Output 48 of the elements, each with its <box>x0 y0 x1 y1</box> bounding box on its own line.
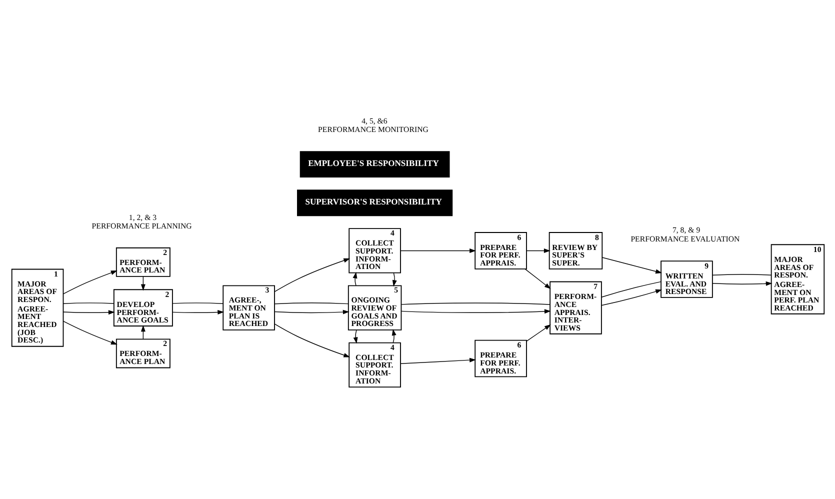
arrow <box>526 248 550 252</box>
arrow <box>352 271 357 286</box>
node-box: 1 MAJOR AREAS OF RESPON. AGREE- MENT REACHED (JOB DESC.) <box>10 268 64 346</box>
label: 1, 2, & 3 <box>128 212 156 222</box>
arrow <box>524 268 550 289</box>
connector <box>400 302 550 304</box>
node-box: 6 PREPARE FOR PERF. APPRAIS. <box>474 232 526 269</box>
arrow <box>400 308 550 314</box>
arrow <box>62 310 114 314</box>
node-box: 2 DEVELOP PERFORM- ANCE GOALS <box>112 288 172 326</box>
arrow <box>62 320 117 344</box>
node-box: 9 WRITTEN EVAL. AND RESPONSE <box>660 260 712 298</box>
label: PERFORMANCE MONITORING <box>318 124 428 134</box>
arrow <box>391 328 396 342</box>
connector <box>274 302 348 304</box>
arrow <box>600 288 662 306</box>
arrow <box>602 256 662 274</box>
node-box: 2 PERFORM- ANCE PLAN <box>115 338 170 368</box>
connector <box>600 280 661 297</box>
arrow <box>352 329 358 344</box>
node-box: 2 PERFORM- ANCE PLAN <box>115 246 170 276</box>
arrow <box>400 248 476 252</box>
node-box: 3 AGREE-, MENT ON PLAN IS REACHED <box>222 284 274 330</box>
arrow <box>712 280 772 286</box>
node-box: 7 PERFORM- ANCE APPRAIS. INTER- VIEWS <box>549 280 602 334</box>
node-box: 4 COLLECT SUPPORT. INFORM- ATION <box>348 342 400 387</box>
label: 7, 8, & 9 <box>672 225 700 234</box>
node-box: 6 PREPARE FOR PERF. APPRAIS. <box>474 339 526 377</box>
arrow <box>62 270 117 294</box>
arrow <box>172 310 224 314</box>
label: PERFORMANCE PLANNING <box>91 220 192 230</box>
node-box: 8 REVIEW BY SUPER'S SUPER. <box>548 232 602 269</box>
node-box: 5 ONGOING REVIEW OF GOALS AND PROGRESS <box>347 284 402 330</box>
arrow <box>400 357 476 364</box>
arrow <box>392 272 396 286</box>
connector <box>712 274 772 275</box>
node-box: 4 COLLECT SUPPORT. INFORM- ATION <box>348 228 400 273</box>
node-box: 10 MAJOR AREAS OF RESPON. AGREE- MENT ON PERF. PLAN REACHED <box>770 244 824 314</box>
arrow <box>274 309 349 314</box>
label: 4, 5, &6 <box>361 116 387 126</box>
connector <box>172 302 223 304</box>
arrow <box>274 323 350 357</box>
node-box: EMPLOYEE'S RESPONSIBILITY <box>299 150 450 178</box>
arrow <box>526 324 550 342</box>
node-box: SUPERVISOR'S RESPONSIBILITY <box>296 189 452 216</box>
label: PERFORMANCE EVALUATION <box>630 234 740 243</box>
arrow <box>274 258 350 292</box>
connector <box>62 302 114 304</box>
